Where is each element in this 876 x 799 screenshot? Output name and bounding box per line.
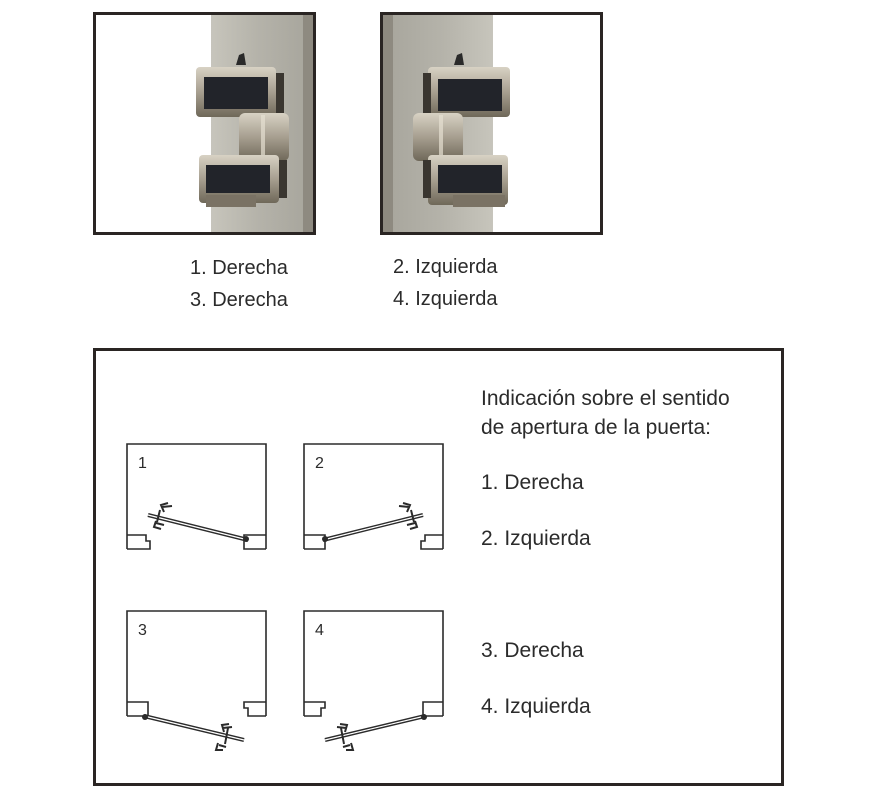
caption-item: 4. Izquierda (393, 288, 498, 310)
right-hinge-photo (93, 12, 316, 235)
door-plan-4 (303, 610, 444, 751)
door-plan-2 (303, 443, 444, 550)
legend-title-line2: de apertura de la puerta: (481, 416, 711, 439)
caption-left-group: 2. Izquierda 4. Izquierda (393, 251, 498, 315)
door-plan-1 (126, 443, 267, 550)
legend-title-line1: Indicación sobre el sentido (481, 387, 730, 410)
door-plan-3 (126, 610, 267, 751)
hinge-right-image (96, 15, 313, 232)
door-number: 4 (315, 622, 324, 639)
door-diagram-1: 1 (126, 443, 268, 551)
door-diagram-2: 2 (303, 443, 445, 551)
door-opening-panel: 1 2 3 (93, 348, 784, 786)
legend-item-2: 2. Izquierda (481, 527, 591, 550)
door-number: 1 (138, 455, 147, 472)
door-number: 2 (315, 455, 324, 472)
legend-item-4: 4. Izquierda (481, 695, 591, 718)
legend-title: Indicación sobre el sentido de apertura … (481, 384, 730, 442)
caption-right-group: 1. Derecha 3. Derecha (190, 252, 288, 316)
caption-item: 2. Izquierda (393, 256, 498, 278)
caption-item: 3. Derecha (190, 289, 288, 311)
hinge-left-image (383, 15, 600, 232)
door-number: 3 (138, 622, 147, 639)
legend-item-3: 3. Derecha (481, 639, 584, 662)
legend-item-1: 1. Derecha (481, 471, 584, 494)
door-diagram-3: 3 (126, 610, 268, 751)
caption-item: 1. Derecha (190, 257, 288, 279)
door-diagram-4: 4 (303, 610, 445, 751)
left-hinge-photo (380, 12, 603, 235)
